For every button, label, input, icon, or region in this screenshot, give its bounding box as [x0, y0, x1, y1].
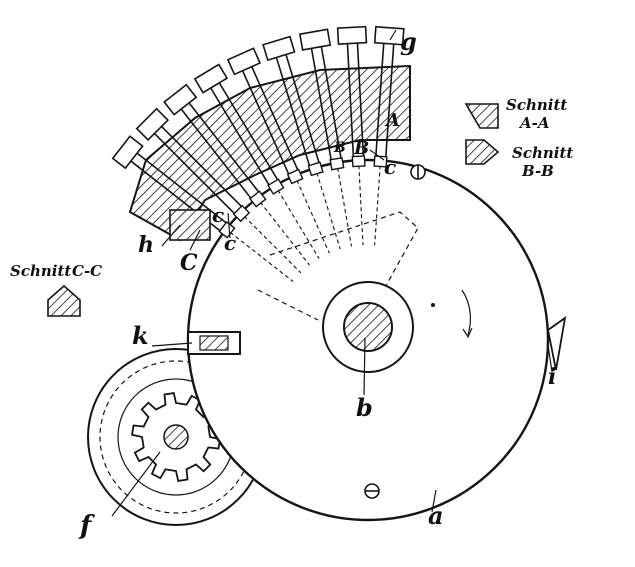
pin-7	[298, 28, 345, 171]
slot-line-3	[259, 201, 310, 266]
screw-top	[410, 164, 426, 180]
hatched-sector	[128, 64, 411, 242]
label-C-bracket: C	[180, 250, 198, 276]
rotation-arrow	[461, 289, 472, 336]
legend-schnitt-bb-code: B-B	[521, 162, 554, 180]
dial-disk-a	[186, 158, 567, 522]
slot-line-7	[337, 167, 353, 247]
pin-4	[193, 63, 285, 195]
slot-line-2	[243, 215, 302, 274]
label-h: h	[138, 232, 154, 258]
label-g: g	[400, 27, 417, 56]
label-a: a	[428, 501, 444, 530]
label-k: k	[132, 321, 149, 350]
label-i: i	[548, 364, 556, 390]
legend-schnitt-cc-code: C-C	[72, 262, 102, 280]
section-swatch-aa	[464, 103, 499, 129]
slot-line-8	[358, 165, 364, 246]
label-b: b	[356, 393, 373, 422]
pin-8	[336, 25, 368, 168]
bracket-h	[169, 209, 211, 241]
slot-line-6	[316, 172, 341, 250]
legend-schnitt-bb-word: Schnitt	[512, 144, 573, 162]
pin-3	[163, 83, 267, 208]
legend-schnitt-aa-word: Schnitt	[506, 96, 567, 114]
screw-bottom	[364, 483, 380, 499]
label-A: A	[384, 110, 400, 131]
slot-line-5	[296, 179, 330, 254]
label-c-right: c	[384, 155, 396, 179]
radial-slot-lines	[229, 165, 381, 282]
pin-2	[135, 107, 251, 223]
pin-5	[226, 47, 304, 185]
label-c-left: c	[212, 203, 224, 227]
block-k	[187, 331, 241, 355]
radial-pins	[111, 25, 405, 239]
pointer-i	[547, 316, 567, 371]
slot-line-9	[374, 165, 381, 246]
slot-line-4	[277, 189, 320, 259]
legend-schnitt-aa-code: A-A	[518, 114, 550, 132]
slot-line-1	[229, 231, 294, 282]
legend-schnitt-cc-word: Schnitt	[10, 262, 71, 280]
section-swatch-bb	[465, 139, 500, 165]
pin-9	[373, 25, 405, 168]
pin-1	[111, 135, 236, 239]
label-f: f	[78, 511, 95, 541]
section-swatch-cc	[47, 284, 81, 317]
shaft-b	[343, 302, 393, 352]
label-c-lower: c	[224, 231, 236, 255]
pin-6	[262, 35, 324, 177]
label-B: B	[353, 138, 369, 159]
label-B-left: B	[333, 140, 346, 156]
leader-lines	[111, 29, 553, 517]
